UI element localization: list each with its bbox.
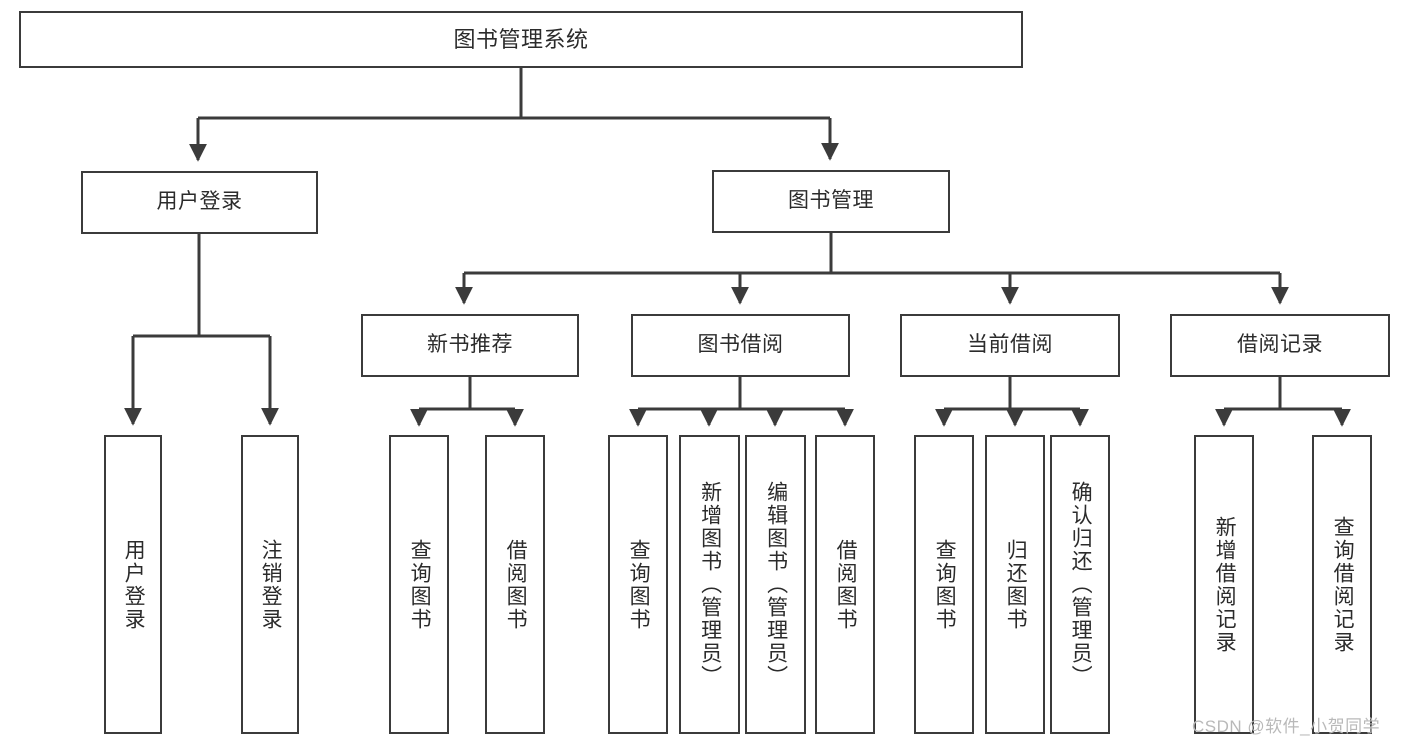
- node-root[interactable]: 图书管理系统: [19, 11, 1023, 68]
- node-book-borrow[interactable]: 图书借阅: [631, 314, 850, 377]
- leaf-borrow-book-recommend[interactable]: 借阅图书: [485, 435, 545, 734]
- leaf-add-book-admin[interactable]: 新增图书（管理员）: [679, 435, 740, 734]
- leaf-logout-login[interactable]: 注销登录: [241, 435, 299, 734]
- leaf-user-login-label: 用户登录: [122, 538, 146, 631]
- node-book-borrow-label: 图书借阅: [697, 333, 784, 357]
- watermark: CSDN @软件_小贺同学: [1192, 717, 1381, 736]
- node-new-book-recommend[interactable]: 新书推荐: [361, 314, 579, 377]
- leaf-user-login[interactable]: 用户登录: [104, 435, 162, 734]
- node-user-login-label: 用户登录: [156, 190, 243, 214]
- leaf-borrow-book-label: 借阅图书: [834, 538, 858, 631]
- node-borrow-record[interactable]: 借阅记录: [1170, 314, 1390, 377]
- leaf-query-book-borrow-label: 查询图书: [627, 538, 651, 631]
- leaf-add-borrow-record-label: 新增借阅记录: [1213, 515, 1237, 654]
- leaf-add-book-admin-label: 新增图书（管理员）: [698, 481, 722, 688]
- leaf-query-book-current-label: 查询图书: [933, 538, 957, 631]
- node-book-management[interactable]: 图书管理: [712, 170, 950, 233]
- leaf-query-book-recommend-label: 查询图书: [408, 538, 432, 631]
- leaf-query-borrow-record[interactable]: 查询借阅记录: [1312, 435, 1372, 734]
- node-user-login[interactable]: 用户登录: [81, 171, 318, 234]
- leaf-query-borrow-record-label: 查询借阅记录: [1331, 515, 1355, 654]
- node-new-book-recommend-label: 新书推荐: [427, 333, 513, 357]
- leaf-query-book-borrow[interactable]: 查询图书: [608, 435, 668, 734]
- node-book-management-label: 图书管理: [788, 189, 874, 213]
- leaf-edit-book-admin-label: 编辑图书（管理员）: [764, 481, 788, 688]
- leaf-confirm-return-admin[interactable]: 确认归还（管理员）: [1050, 435, 1110, 734]
- leaf-edit-book-admin[interactable]: 编辑图书（管理员）: [745, 435, 806, 734]
- leaf-logout-login-label: 注销登录: [259, 538, 283, 631]
- node-current-borrow-label: 当前借阅: [967, 333, 1053, 357]
- node-root-label: 图书管理系统: [453, 26, 589, 52]
- leaf-borrow-book-recommend-label: 借阅图书: [504, 538, 528, 631]
- leaf-return-book-label: 归还图书: [1004, 538, 1028, 631]
- leaf-borrow-book[interactable]: 借阅图书: [815, 435, 875, 734]
- leaf-return-book[interactable]: 归还图书: [985, 435, 1045, 734]
- leaf-confirm-return-admin-label: 确认归还（管理员）: [1069, 481, 1093, 688]
- leaf-query-book-recommend[interactable]: 查询图书: [389, 435, 449, 734]
- leaf-query-book-current[interactable]: 查询图书: [914, 435, 974, 734]
- node-current-borrow[interactable]: 当前借阅: [900, 314, 1120, 377]
- node-borrow-record-label: 借阅记录: [1237, 333, 1323, 357]
- leaf-add-borrow-record[interactable]: 新增借阅记录: [1194, 435, 1254, 734]
